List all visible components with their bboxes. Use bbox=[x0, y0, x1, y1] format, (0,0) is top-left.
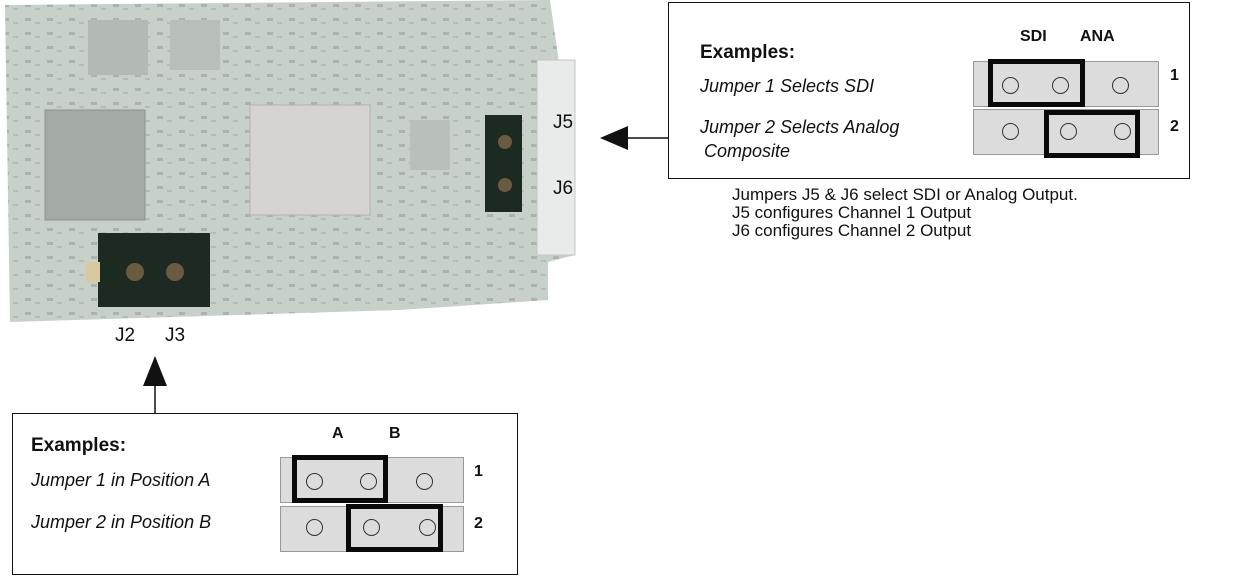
pos-pin-r2-3 bbox=[419, 519, 436, 536]
pin-r1-3 bbox=[1112, 77, 1129, 94]
jumper-2-position-b bbox=[346, 504, 443, 552]
pin-r1-1 bbox=[1002, 77, 1019, 94]
pos-row1-text: Jumper 1 in Position A bbox=[31, 470, 211, 490]
j2-j3-jumper-module bbox=[98, 233, 210, 307]
jumper-1-position-a bbox=[292, 455, 388, 503]
arrow-head-j5 bbox=[600, 126, 628, 150]
jumper-1-sdi bbox=[988, 59, 1085, 107]
col-a-header: A bbox=[332, 425, 344, 442]
pos-pin-r1-3 bbox=[416, 473, 433, 490]
pin-r2-3 bbox=[1114, 123, 1131, 140]
sdi-row2-text-line1: Jumper 2 Selects Analog bbox=[700, 117, 900, 137]
ana-col-header: ANA bbox=[1080, 28, 1115, 45]
sdi-col-header: SDI bbox=[1020, 28, 1047, 45]
sdi-row1-text: Jumper 1 Selects SDI bbox=[700, 76, 875, 96]
pos-pin-r1-1 bbox=[306, 473, 323, 490]
note-line-3: J6 configures Channel 2 Output bbox=[732, 221, 972, 240]
note-line-2: J5 configures Channel 1 Output bbox=[732, 203, 972, 222]
pos-row2-text: Jumper 2 in Position B bbox=[31, 512, 212, 532]
arrow-head-j2 bbox=[143, 356, 167, 386]
pin-r2-2 bbox=[1060, 123, 1077, 140]
jumper-2-analog bbox=[1044, 110, 1140, 158]
pin-r2-1 bbox=[1002, 123, 1019, 140]
sdi-row-number-1: 1 bbox=[1170, 67, 1179, 84]
j6-label: J6 bbox=[553, 178, 574, 199]
sdi-row2-text-line2: Composite bbox=[704, 141, 791, 161]
pin-r1-2 bbox=[1052, 77, 1069, 94]
pos-pin-r1-2 bbox=[360, 473, 377, 490]
j2-label: J2 bbox=[115, 325, 136, 346]
circuit-board-image bbox=[5, 0, 576, 322]
pos-row-number-2: 2 bbox=[474, 515, 483, 532]
pos-pin-r2-1 bbox=[306, 519, 323, 536]
pos-pin-r2-2 bbox=[363, 519, 380, 536]
pos-row-number-1: 1 bbox=[474, 463, 483, 480]
pos-box-title: Examples: bbox=[31, 435, 127, 456]
j5-j6-jumper-module bbox=[485, 115, 522, 212]
sdi-box-title: Examples: bbox=[700, 42, 796, 63]
j5-label: J5 bbox=[553, 112, 574, 133]
j3-label: J3 bbox=[165, 325, 186, 346]
note-line-1: Jumpers J5 & J6 select SDI or Analog Out… bbox=[732, 185, 1078, 204]
sdi-row-number-2: 2 bbox=[1170, 118, 1179, 135]
col-b-header: B bbox=[389, 425, 401, 442]
